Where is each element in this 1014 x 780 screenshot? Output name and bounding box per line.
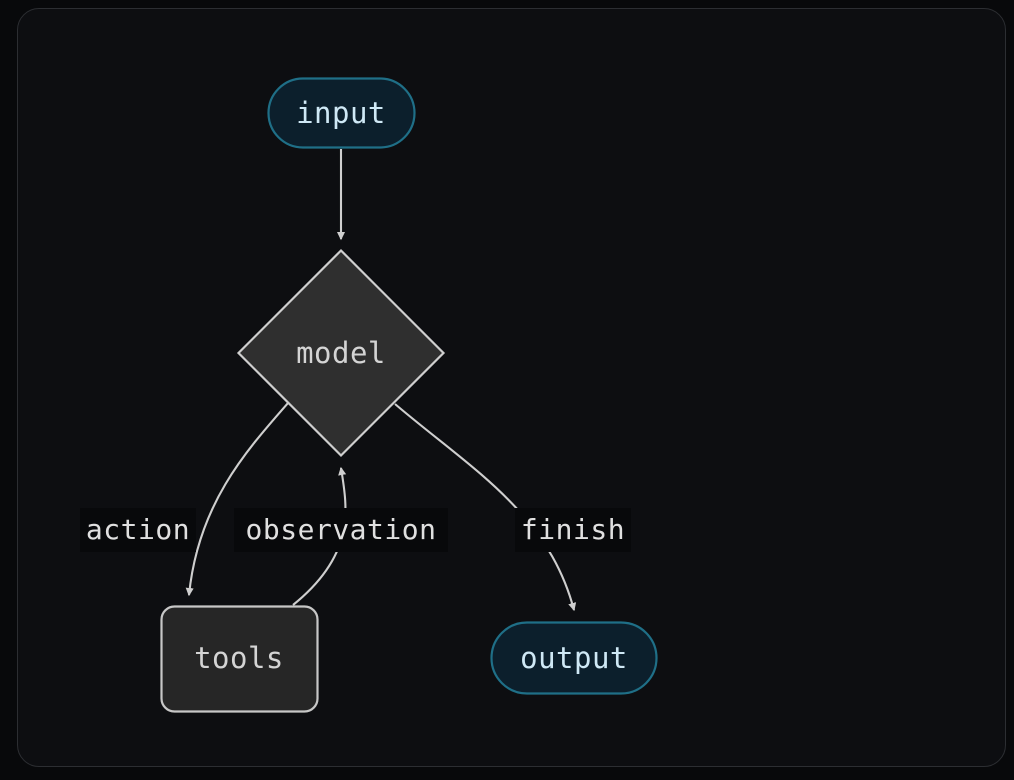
edge-label-action-text: action — [86, 513, 190, 546]
node-model[interactable]: model — [236, 248, 446, 458]
edge-label-observation: observation — [234, 508, 448, 552]
edge-label-finish: finish — [515, 508, 631, 552]
edges-layer — [185, 149, 577, 612]
edge-label-observation-text: observation — [246, 513, 437, 546]
edge-label-observation-background — [234, 508, 448, 552]
node-input-shape[interactable] — [267, 77, 416, 149]
node-tools-label: tools — [194, 641, 284, 675]
node-model-label: model — [296, 336, 386, 370]
node-input[interactable]: input — [267, 77, 416, 149]
node-output-label: output — [520, 641, 628, 675]
node-model-shape[interactable] — [236, 248, 446, 458]
node-input-label: input — [296, 96, 386, 130]
nodes-layer: input model tools output — [160, 77, 658, 713]
edge-label-action: action — [80, 508, 196, 552]
node-tools[interactable]: tools — [160, 605, 319, 713]
node-output[interactable]: output — [490, 621, 658, 695]
edge-label-finish-background — [515, 508, 631, 552]
edge-model-to-tools — [185, 402, 289, 597]
node-tools-shape[interactable] — [160, 605, 319, 713]
node-output-shape[interactable] — [490, 621, 658, 695]
edge-model-to-output — [394, 403, 577, 612]
edge-label-action-background — [80, 508, 196, 552]
edge-label-finish-text: finish — [521, 513, 625, 546]
edge-labels-layer: action observation finish — [80, 508, 631, 552]
